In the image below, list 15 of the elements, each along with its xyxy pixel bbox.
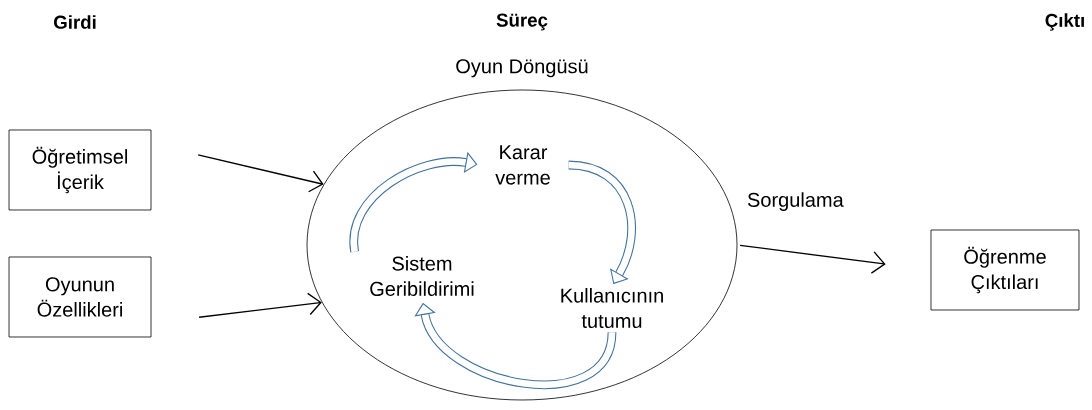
arrow (198, 292, 322, 318)
arrow (197, 154, 324, 193)
process-box: Öğrenme Çıktıları (930, 229, 1080, 311)
stage-label: Kullanıcının tutumu (561, 288, 663, 328)
node-label: Oyun Döngüsü (456, 59, 588, 78)
column-heading: Çıktı (1045, 13, 1084, 31)
arrow (739, 244, 886, 274)
column-heading: Süreç (496, 13, 548, 31)
column-heading: Girdi (54, 15, 96, 29)
edge-label: Sorgulama (745, 190, 846, 213)
stage-label: Karar verme (495, 145, 550, 185)
process-box: Oyunun Özellikleri (8, 256, 152, 338)
process-box: Öğretimsel İçerik (8, 129, 152, 211)
stage-label: Sistem Geribildirimi (370, 256, 474, 296)
cycle-arrow (349, 151, 478, 252)
